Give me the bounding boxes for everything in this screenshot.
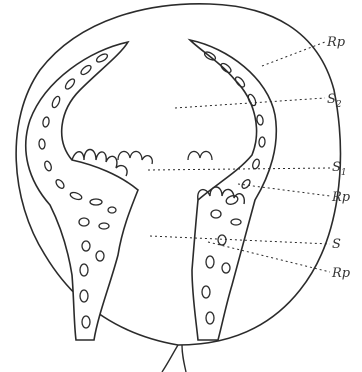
label-s2: S2 bbox=[327, 92, 342, 110]
stalk bbox=[162, 345, 186, 372]
upper-villi bbox=[118, 151, 212, 164]
leader-rp-top bbox=[262, 42, 325, 66]
label-rp-mid: Rp bbox=[331, 190, 351, 205]
label-rp-top: Rp bbox=[326, 35, 346, 50]
label-s: S bbox=[332, 237, 341, 252]
left-wall bbox=[26, 42, 138, 340]
label-rp-bottom: Rp bbox=[331, 266, 351, 281]
